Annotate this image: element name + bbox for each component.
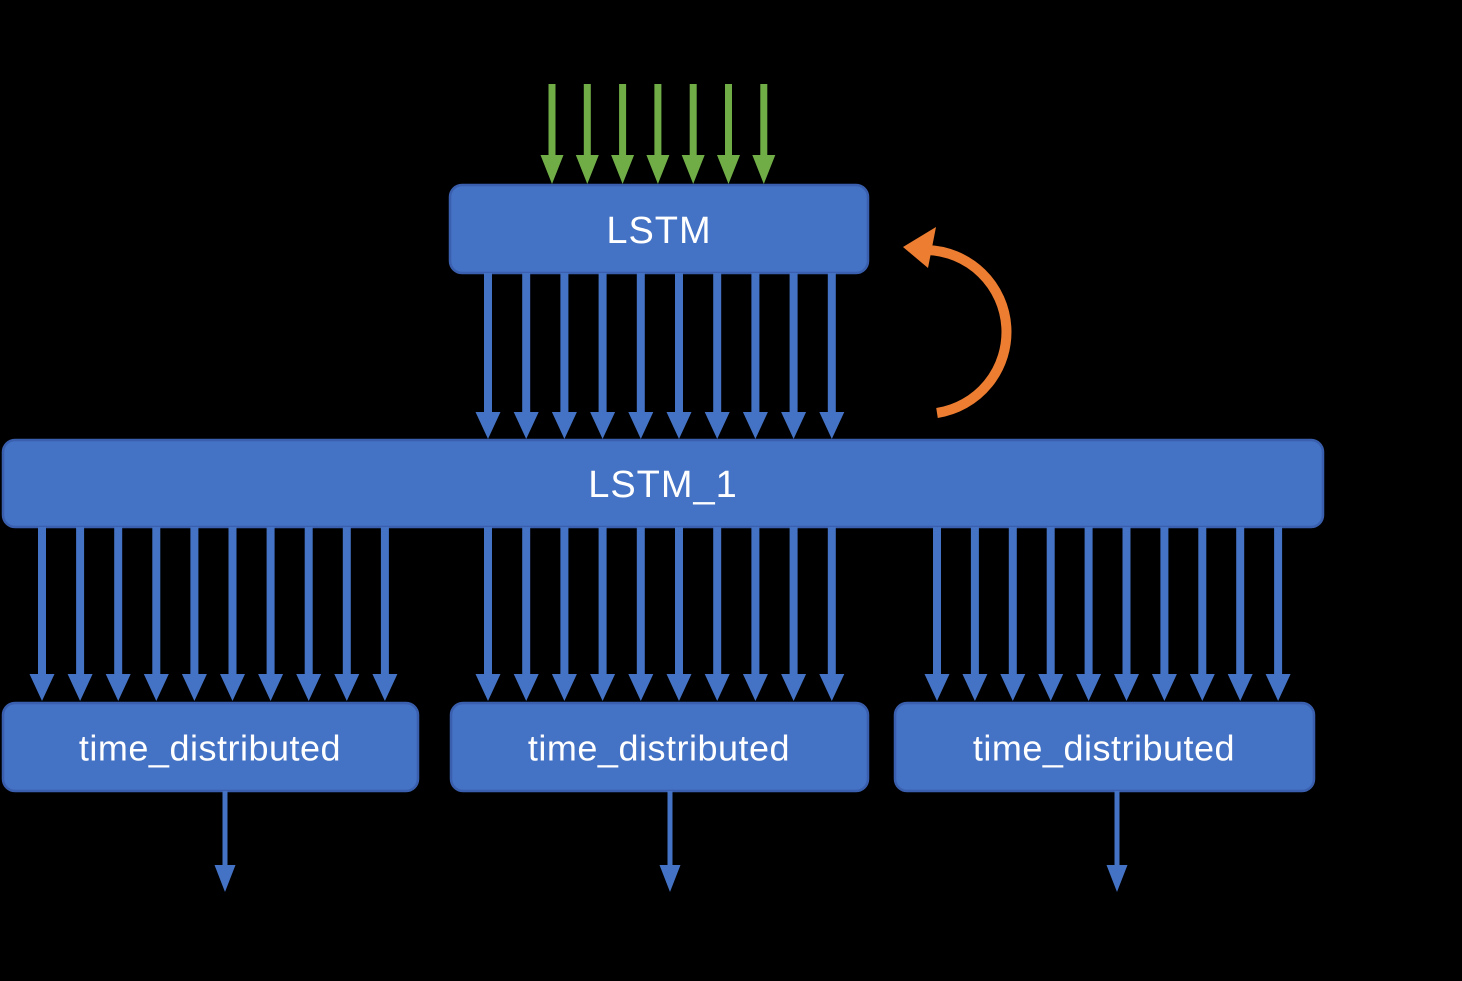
lstm1-to-td-mid-arrows: [475, 527, 845, 701]
output-arrow: [1106, 791, 1128, 892]
lstm1-to-td-arrow: [1114, 527, 1139, 701]
td-right-box: [893, 701, 1316, 793]
lstm1-to-td-arrow: [475, 527, 501, 701]
output-arrow: [214, 791, 236, 892]
lstm1-to-td-arrow: [67, 527, 93, 701]
input-arrow: [646, 84, 670, 184]
lstm-to-lstm1-arrow: [551, 273, 577, 439]
lstm1-to-td-arrow: [29, 527, 55, 701]
input-arrow: [611, 84, 635, 184]
lstm-node-label: LSTM: [606, 210, 711, 252]
input-arrow: [681, 84, 705, 184]
lstm1-to-td-arrow: [105, 527, 131, 701]
lstm-node: LSTM: [448, 183, 870, 275]
lstm-to-lstm1-arrow: [819, 273, 845, 439]
lstm1-to-td-arrow: [551, 527, 577, 701]
lstm1-to-td-arrow: [372, 527, 398, 701]
lstm1-to-td-arrow: [1000, 527, 1026, 701]
input-arrow: [575, 84, 599, 184]
output-arrow: [659, 791, 681, 892]
lstm1-to-td-arrow: [781, 527, 807, 701]
recurrent-loop-arrow-icon: [903, 227, 1012, 418]
td-right-node-label: time_distributed: [973, 728, 1235, 769]
lstm-to-lstm1-arrows: [475, 273, 845, 439]
lstm-to-lstm1-arrow: [475, 273, 501, 439]
td-mid-box: [449, 701, 870, 793]
lstm1-to-td-arrow: [924, 527, 950, 701]
lstm1-to-td-left-arrows: [29, 527, 398, 701]
td-mid-node: time_distributed: [449, 701, 870, 793]
lstm1-to-td-arrow: [590, 527, 616, 701]
output-arrows: [214, 791, 1128, 892]
lstm1-to-td-arrow: [1038, 527, 1064, 701]
lstm1-to-td-arrow: [628, 527, 654, 701]
lstm1-node-label: LSTM_1: [588, 464, 738, 506]
input-arrow: [752, 84, 776, 184]
input-arrows: [540, 84, 776, 184]
lstm1-to-td-right-arrows: [924, 527, 1291, 701]
lstm1-to-td-arrow: [1189, 527, 1215, 701]
td-left-node: time_distributed: [1, 701, 420, 793]
input-arrow: [540, 84, 564, 184]
recurrent-arrowhead: [903, 227, 936, 268]
lstm-box: [448, 183, 870, 275]
recurrent-arc: [926, 245, 1012, 418]
input-arrow: [717, 84, 740, 184]
lstm1-node: LSTM_1: [1, 438, 1325, 529]
lstm1-to-td-arrow: [258, 527, 284, 701]
lstm1-to-td-arrow: [1227, 527, 1253, 701]
lstm-to-lstm1-arrow: [628, 273, 654, 439]
lstm1-to-td-arrow: [334, 527, 360, 701]
lstm1-to-td-arrow: [181, 527, 207, 701]
lstm-to-lstm1-arrow: [704, 273, 730, 439]
lstm1-to-td-arrow: [513, 527, 539, 701]
lstm1-to-td-arrow: [220, 527, 245, 701]
td-mid-node-label: time_distributed: [528, 728, 790, 769]
lstm1-to-td-arrow: [666, 527, 692, 701]
lstm-to-lstm1-arrow: [781, 273, 807, 439]
lstm1-to-td-arrow: [1151, 527, 1177, 701]
lstm1-box: [1, 438, 1325, 529]
lstm1-to-td-arrow: [1265, 527, 1291, 701]
lstm-to-lstm1-arrow: [742, 273, 768, 439]
lstm-to-lstm1-arrow: [513, 273, 539, 439]
lstm-to-lstm1-arrow: [666, 273, 692, 439]
lstm1-to-td-arrow: [819, 527, 845, 701]
lstm1-to-td-arrow: [296, 527, 322, 701]
lstm1-to-td-arrow: [143, 527, 169, 701]
td-left-node-label: time_distributed: [79, 728, 341, 769]
lstm1-to-td-arrow: [962, 527, 988, 701]
td-left-box: [1, 701, 420, 793]
lstm1-to-td-arrow: [742, 527, 768, 701]
td-right-node: time_distributed: [893, 701, 1316, 793]
lstm1-to-td-arrow: [704, 527, 730, 701]
lstm-to-lstm1-arrow: [590, 273, 616, 439]
lstm1-to-td-arrow: [1076, 527, 1102, 701]
